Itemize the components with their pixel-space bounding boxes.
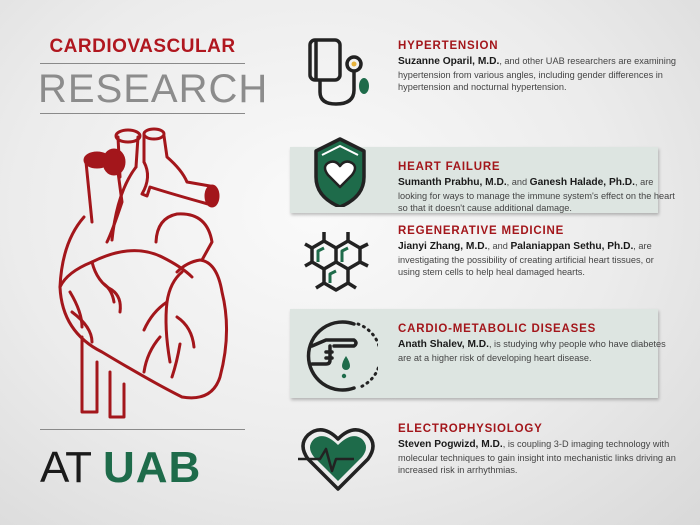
item-heading: REGENERATIVE MEDICINE (398, 225, 565, 237)
hexagon-cells-icon (304, 232, 369, 292)
researcher-name: Steven Pogwizd, M.D. (398, 439, 503, 450)
heart-pulse-icon (298, 428, 375, 491)
divider (40, 429, 245, 430)
item-heading: CARDIO-METABOLIC DISEASES (398, 323, 597, 335)
researcher-name: Palaniappan Sethu, Ph.D. (510, 241, 634, 252)
item-description: Jianyi Zhang, M.D., and Palaniappan Seth… (398, 241, 654, 277)
title-cardiovascular: CARDIOVASCULAR (49, 36, 236, 57)
item-description: Sumanth Prabhu, M.D., and Ganesh Halade,… (398, 177, 675, 213)
researcher-name: Sumanth Prabhu, M.D. (398, 177, 507, 188)
researcher-name: Jianyi Zhang, M.D. (398, 241, 488, 252)
shield-heart-icon (314, 137, 366, 207)
research-item-regenerative-medicine: REGENERATIVE MEDICINE Jianyi Zhang, M.D.… (290, 222, 700, 302)
item-heading: ELECTROPHYSIOLOGY (398, 423, 543, 435)
researcher-name: Suzanne Oparil, M.D. (398, 56, 500, 67)
title-panel: CARDIOVASCULAR RESEARCH (0, 0, 290, 525)
item-description: Suzanne Oparil, M.D., and other UAB rese… (398, 56, 677, 92)
item-heading: HYPERTENSION (398, 40, 499, 52)
divider (40, 63, 245, 64)
research-item-electrophysiology: ELECTROPHYSIOLOGY Steven Pogwizd, M.D., … (290, 413, 700, 508)
researcher-name: Anath Shalev, M.D. (398, 339, 489, 350)
title-uab: UAB (102, 443, 202, 492)
research-item-cardio-metabolic-diseases: CARDIO-METABOLIC DISEASES Anath Shalev, … (290, 309, 700, 398)
research-item-hypertension: HYPERTENSION Suzanne Oparil, M.D., and o… (290, 28, 700, 118)
anatomical-heart-icon (58, 127, 228, 419)
research-item-heart-failure: HEART FAILURE Sumanth Prabhu, M.D., and … (290, 137, 700, 213)
title-research: RESEARCH (38, 67, 269, 111)
researcher-name: Ganesh Halade, Ph.D. (529, 177, 635, 188)
divider (40, 113, 245, 114)
finger-blood-drop-icon (306, 320, 378, 392)
item-heading: HEART FAILURE (398, 161, 501, 173)
item-description: Steven Pogwizd, M.D., is coupling 3-D im… (398, 439, 676, 475)
title-at: AT (40, 443, 92, 492)
item-description: Anath Shalev, M.D., is studying why peop… (398, 339, 666, 363)
blood-pressure-cuff-icon (308, 38, 369, 106)
